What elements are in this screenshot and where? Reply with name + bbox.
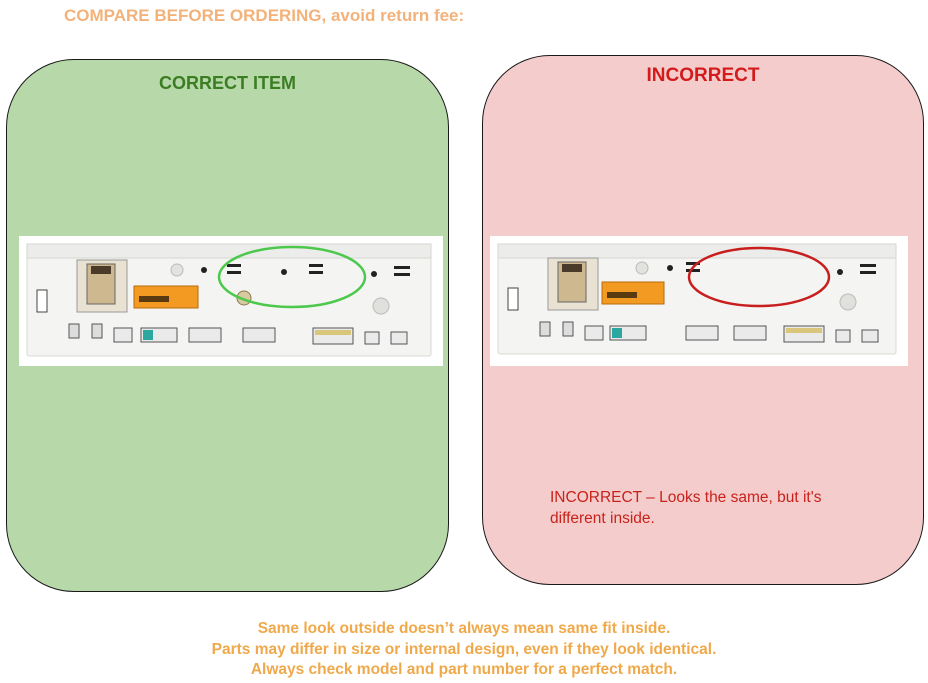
incorrect-item-panel: INCORRECT: [482, 55, 924, 585]
correct-item-title: CORRECT ITEM: [159, 73, 296, 93]
footer-notice: Same look outside doesn’t always mean sa…: [0, 619, 928, 681]
incorrect-highlight-ellipse: [687, 246, 831, 308]
incorrect-item-title: INCORRECT: [646, 65, 760, 86]
correct-board-image: [19, 236, 443, 366]
correct-item-panel: CORRECT ITEM: [6, 59, 449, 592]
correct-highlight-ellipse: [217, 245, 367, 309]
footer-line: Parts may differ in size or internal des…: [211, 640, 717, 658]
incorrect-board-image: [490, 236, 908, 366]
footer-line: Same look outside doesn’t always mean sa…: [257, 620, 671, 637]
footer-line: Always check model and part number for a…: [250, 661, 678, 678]
incorrect-note: INCORRECT – Looks the same, but it's dif…: [550, 489, 822, 527]
page-header-title: COMPARE BEFORE ORDERING, avoid return fe…: [64, 6, 465, 25]
